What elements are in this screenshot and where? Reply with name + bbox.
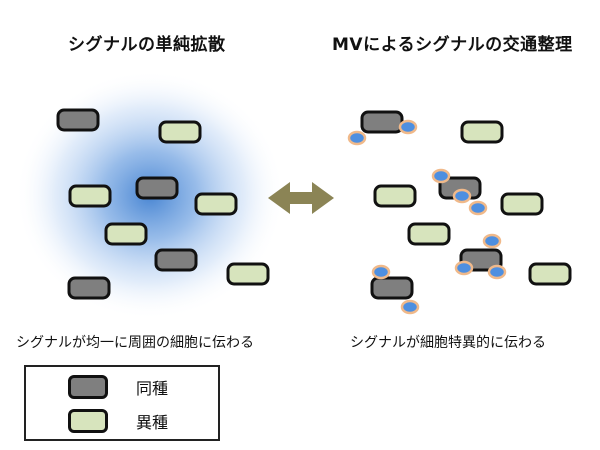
vesicle	[371, 264, 391, 280]
same-type-swatch	[68, 375, 108, 399]
same-type-cell	[370, 276, 414, 300]
vesicle	[347, 130, 367, 146]
diff-type-cell	[158, 120, 202, 144]
diff-type-cell	[407, 222, 451, 246]
left-panel-title: シグナルの単純拡散	[68, 35, 226, 55]
vesicle	[482, 233, 502, 249]
diff-type-cell	[500, 192, 544, 216]
diff-type-swatch	[68, 409, 108, 433]
same-type-cell	[154, 248, 198, 272]
same-type-cell	[56, 108, 100, 132]
vesicle	[454, 260, 474, 276]
same-type-cell	[360, 110, 404, 134]
same-type-cell	[135, 176, 179, 200]
diff-type-cell	[104, 222, 148, 246]
right-panel-title: MVによるシグナルの交通整理	[332, 35, 573, 55]
legend-item-diff: 異種	[26, 403, 218, 437]
diff-type-cell	[460, 120, 504, 144]
double-arrow	[268, 182, 334, 214]
legend-item-same: 同種	[26, 369, 218, 403]
vesicle	[452, 188, 472, 204]
legend-label-diff: 異種	[136, 413, 169, 432]
same-type-cell	[67, 276, 111, 300]
diff-type-cell	[226, 262, 270, 286]
microvesicles	[347, 119, 507, 315]
legend-label-same: 同種	[136, 379, 169, 398]
right-panel-cells	[360, 110, 572, 300]
diff-type-cell	[528, 262, 572, 286]
vesicle	[468, 200, 488, 216]
legend-box: 同種 異種	[24, 365, 220, 441]
vesicle	[487, 264, 507, 280]
left-panel-caption: シグナルが均一に周囲の細胞に伝わる	[16, 335, 254, 351]
vesicle	[398, 119, 418, 135]
right-panel-caption: シグナルが細胞特異的に伝わる	[350, 335, 546, 351]
diff-type-cell	[373, 184, 417, 208]
vesicle	[431, 168, 451, 184]
diff-type-cell	[194, 192, 238, 216]
diff-type-cell	[68, 184, 112, 208]
left-panel-cells	[56, 108, 270, 300]
vesicle	[400, 299, 420, 315]
